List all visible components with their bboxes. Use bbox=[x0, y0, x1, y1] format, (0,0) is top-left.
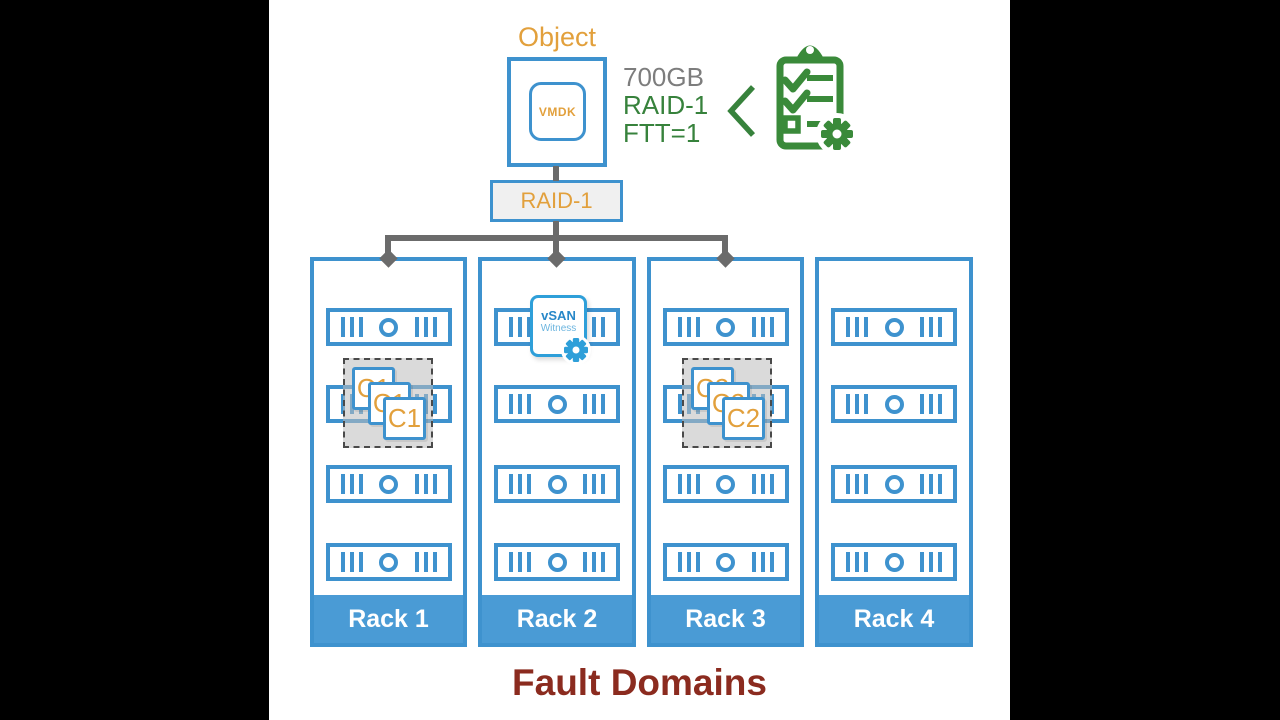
component-label: C1 bbox=[387, 403, 422, 433]
chevron-left-icon bbox=[727, 85, 756, 137]
component-label: C2 bbox=[726, 403, 761, 433]
rack-3-band: Rack 3 bbox=[651, 595, 800, 643]
rack-4-band: Rack 4 bbox=[819, 595, 969, 643]
rack-3-label: Rack 3 bbox=[685, 604, 766, 633]
host-server-icon bbox=[662, 543, 789, 581]
witness-label-witness: Witness bbox=[540, 323, 577, 334]
letterbox-left bbox=[0, 0, 269, 720]
host-server-icon bbox=[831, 465, 957, 503]
connector-drop-rack1 bbox=[385, 235, 391, 256]
host-server-icon bbox=[662, 465, 789, 503]
connector-drop-rack2 bbox=[553, 235, 559, 256]
policy-capacity: 700GB bbox=[623, 62, 704, 92]
host-server-icon bbox=[325, 308, 452, 346]
raid-group-label: RAID-1 bbox=[520, 188, 593, 213]
witness-gear-icon bbox=[561, 335, 591, 365]
page-title: Fault Domains bbox=[512, 662, 767, 703]
host-server-icon bbox=[325, 465, 452, 503]
rack-1-band: Rack 1 bbox=[314, 595, 463, 643]
rack-2-label: Rack 2 bbox=[516, 604, 598, 633]
policy-raid: RAID-1 bbox=[623, 90, 709, 120]
host-server-icon bbox=[662, 308, 789, 346]
host-server-icon bbox=[494, 385, 620, 423]
rack-2-band: Rack 2 bbox=[482, 595, 632, 643]
host-server-icon bbox=[831, 308, 957, 346]
vmdk-label: VMDK bbox=[538, 104, 577, 119]
host-server-icon bbox=[325, 543, 452, 581]
rack-1: Rack 1 bbox=[310, 257, 467, 647]
component-card-c1: C1 bbox=[383, 397, 426, 440]
rack-4-label: Rack 4 bbox=[853, 604, 935, 633]
letterbox-right bbox=[1010, 0, 1280, 720]
vsan-witness-icon: vSAN Witness bbox=[530, 295, 587, 357]
host-server-icon bbox=[494, 543, 620, 581]
component-card-c2: C2 bbox=[722, 397, 765, 440]
host-server-icon bbox=[494, 465, 620, 503]
connector-object-raid bbox=[553, 166, 559, 181]
host-server-icon bbox=[831, 543, 957, 581]
connector-raid-bus bbox=[553, 221, 559, 236]
object-box: VMDK bbox=[507, 57, 607, 167]
vmdk-box: VMDK bbox=[529, 82, 586, 141]
gear-icon bbox=[816, 113, 858, 155]
rack-3: Rack 3 bbox=[647, 257, 804, 647]
rack-1-label: Rack 1 bbox=[348, 604, 429, 633]
raid-group-box: RAID-1 bbox=[490, 180, 623, 222]
rack-4: Rack 4 bbox=[815, 257, 973, 647]
policy-spec: 700GB RAID-1 FTT=1 bbox=[623, 63, 708, 147]
witness-label-vsan: vSAN bbox=[541, 308, 576, 323]
policy-clipboard-icon bbox=[776, 45, 858, 155]
object-title: Object bbox=[517, 22, 597, 52]
policy-ftt: FTT=1 bbox=[623, 118, 701, 148]
connector-drop-rack3 bbox=[722, 235, 728, 256]
host-server-icon bbox=[831, 385, 957, 423]
